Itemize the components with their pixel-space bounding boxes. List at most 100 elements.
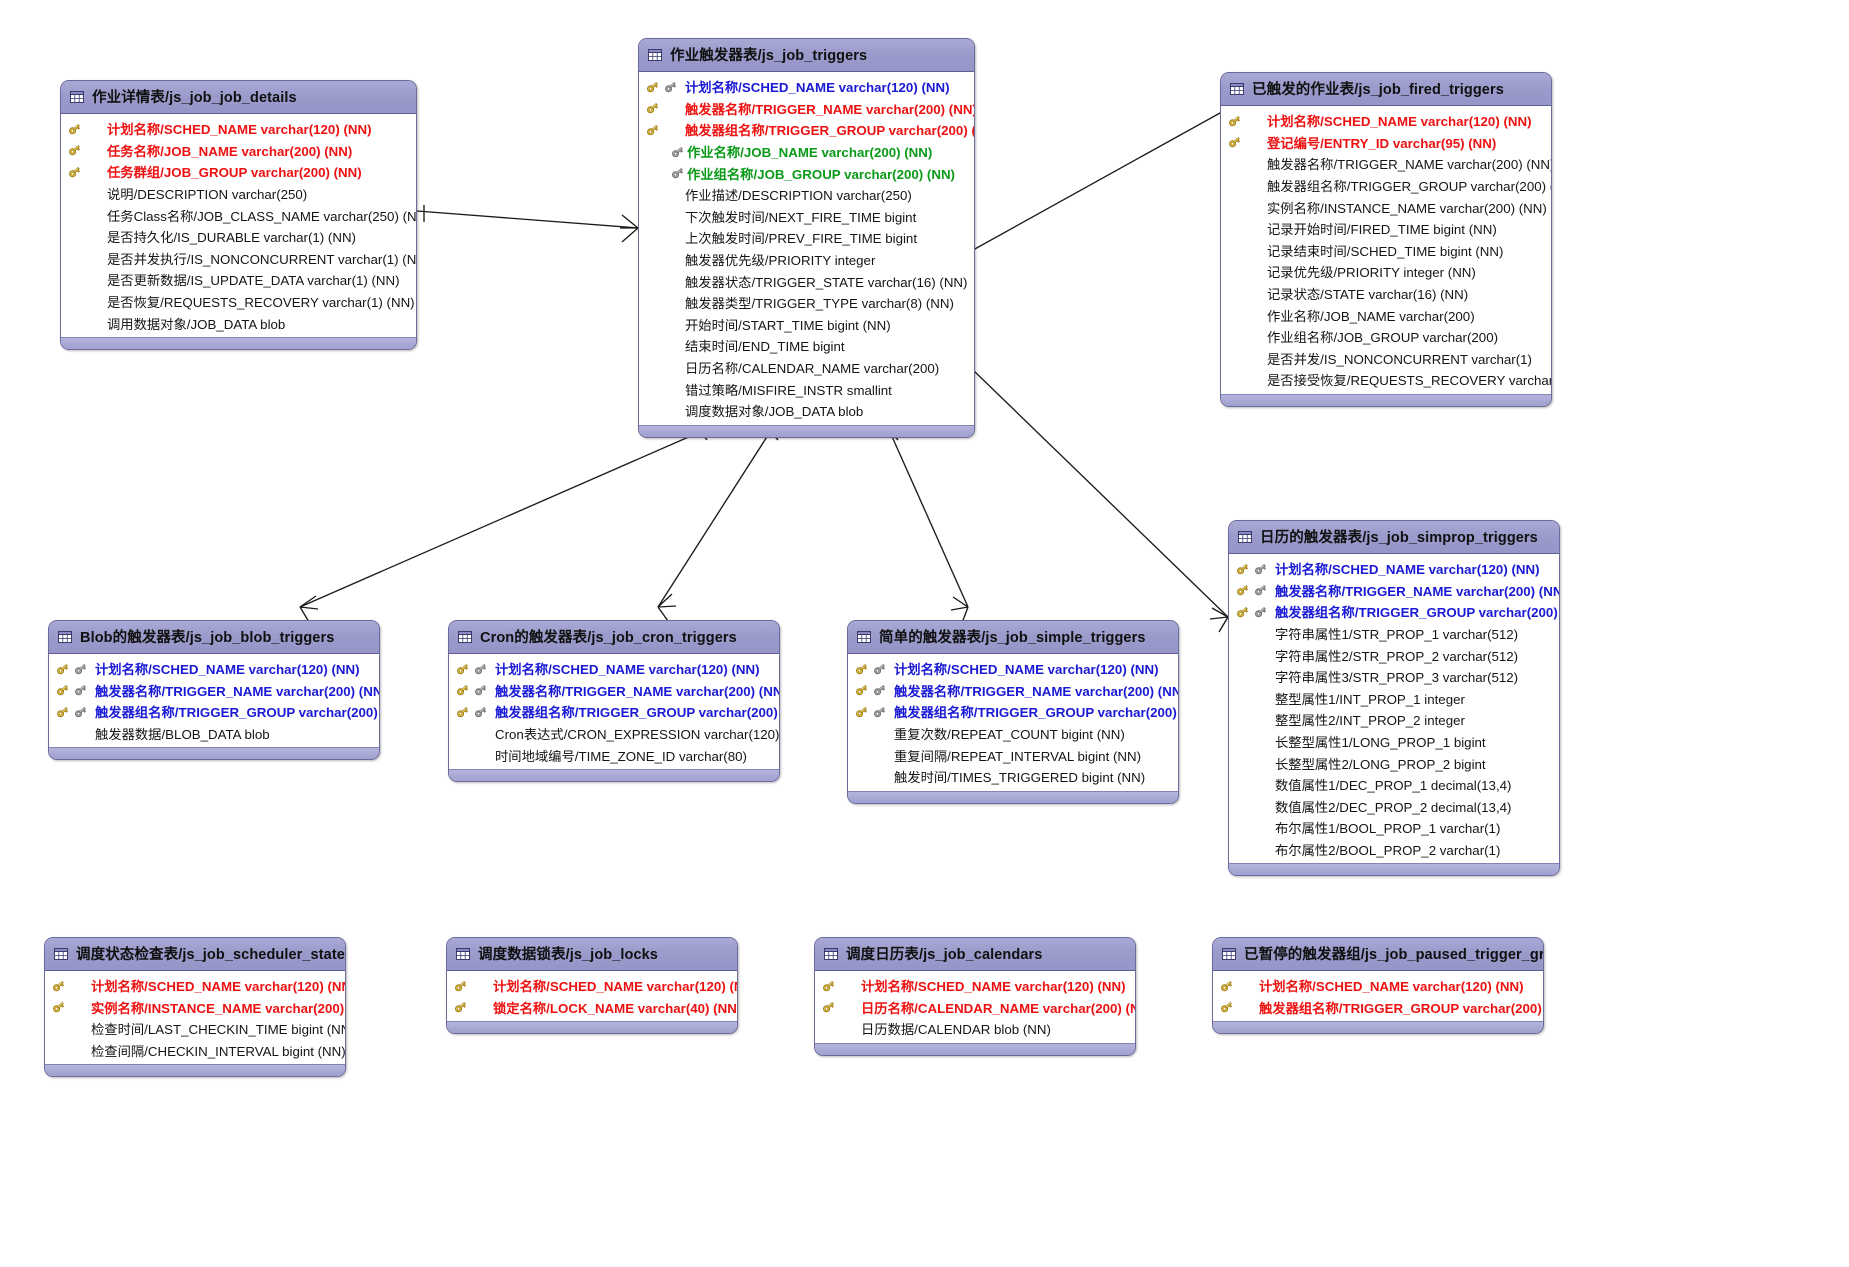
entity-blob_triggers[interactable]: Blob的触发器表/js_job_blob_triggers 计划名称/SCHE… xyxy=(48,620,380,761)
entity-field-row[interactable]: 布尔属性1/BOOL_PROP_1 varchar(1) xyxy=(1229,817,1559,839)
entity-field-row[interactable]: 计划名称/SCHED_NAME varchar(120) (NN) xyxy=(45,975,345,997)
entity-field-row[interactable]: 触发器名称/TRIGGER_NAME varchar(200) (NN) xyxy=(49,680,379,702)
entity-field-row[interactable]: 整型属性2/INT_PROP_2 integer xyxy=(1229,709,1559,731)
entity-field-row[interactable]: 重复间隔/REPEAT_INTERVAL bigint (NN) xyxy=(848,744,1178,766)
entity-field-row[interactable]: 记录优先级/PRIORITY integer (NN) xyxy=(1221,261,1551,283)
entity-field-row[interactable]: 日历数据/CALENDAR blob (NN) xyxy=(815,1018,1135,1040)
entity-field-row[interactable]: 触发器优先级/PRIORITY integer xyxy=(639,249,974,271)
entity-field-row[interactable]: 作业组名称/JOB_GROUP varchar(200) (NN) xyxy=(639,162,974,184)
entity-header-fired_triggers[interactable]: 已触发的作业表/js_job_fired_triggers xyxy=(1221,73,1551,106)
entity-field-row[interactable]: 计划名称/SCHED_NAME varchar(120) (NN) xyxy=(49,658,379,680)
entity-field-row[interactable]: 调用数据对象/JOB_DATA blob xyxy=(61,312,416,334)
entity-header-simple_triggers[interactable]: 简单的触发器表/js_job_simple_triggers xyxy=(848,621,1178,654)
entity-field-row[interactable]: 触发器组名称/TRIGGER_GROUP varchar(200) (NN) xyxy=(1229,601,1559,623)
entity-field-row[interactable]: 触发器名称/TRIGGER_NAME varchar(200) (NN) xyxy=(449,680,779,702)
entity-simprop_triggers[interactable]: 日历的触发器表/js_job_simprop_triggers 计划名称/SCH… xyxy=(1228,520,1560,877)
entity-field-row[interactable]: 数值属性1/DEC_PROP_1 decimal(13,4) xyxy=(1229,774,1559,796)
entity-fired_triggers[interactable]: 已触发的作业表/js_job_fired_triggers 计划名称/SCHED… xyxy=(1220,72,1552,407)
entity-field-row[interactable]: 触发器名称/TRIGGER_NAME varchar(200) (NN) xyxy=(1221,153,1551,175)
entity-field-row[interactable]: 是否接受恢复/REQUESTS_RECOVERY varchar(1) xyxy=(1221,369,1551,391)
entity-field-row[interactable]: 记录状态/STATE varchar(16) (NN) xyxy=(1221,283,1551,305)
entity-header-scheduler_state[interactable]: 调度状态检查表/js_job_scheduler_state xyxy=(45,938,345,971)
entity-field-row[interactable]: 调度数据对象/JOB_DATA blob xyxy=(639,400,974,422)
entity-field-row[interactable]: 字符串属性2/STR_PROP_2 varchar(512) xyxy=(1229,644,1559,666)
entity-field-row[interactable]: 长整型属性2/LONG_PROP_2 bigint xyxy=(1229,752,1559,774)
entity-field-row[interactable]: 是否持久化/IS_DURABLE varchar(1) (NN) xyxy=(61,226,416,248)
entity-paused_trigger_grps[interactable]: 已暂停的触发器组/js_job_paused_trigger_grps 计划名称… xyxy=(1212,937,1544,1035)
entity-field-row[interactable]: 字符串属性3/STR_PROP_3 varchar(512) xyxy=(1229,666,1559,688)
entity-field-row[interactable]: 触发器组名称/TRIGGER_GROUP varchar(200) (NN) xyxy=(1221,175,1551,197)
entity-field-row[interactable]: 触发器组名称/TRIGGER_GROUP varchar(200) (NN) xyxy=(1213,997,1543,1019)
entity-calendars[interactable]: 调度日历表/js_job_calendars 计划名称/SCHED_NAME v… xyxy=(814,937,1136,1056)
entity-field-row[interactable]: 是否并发执行/IS_NONCONCURRENT varchar(1) (NN) xyxy=(61,248,416,270)
entity-header-simprop_triggers[interactable]: 日历的触发器表/js_job_simprop_triggers xyxy=(1229,521,1559,554)
entity-field-row[interactable]: 计划名称/SCHED_NAME varchar(120) (NN) xyxy=(447,975,737,997)
entity-field-row[interactable]: 日历名称/CALENDAR_NAME varchar(200) xyxy=(639,357,974,379)
entity-field-row[interactable]: 作业名称/JOB_NAME varchar(200) (NN) xyxy=(639,141,974,163)
entity-cron_triggers[interactable]: Cron的触发器表/js_job_cron_triggers 计划名称/SCHE… xyxy=(448,620,780,782)
entity-field-row[interactable]: 触发器组名称/TRIGGER_GROUP varchar(200) (NN) xyxy=(848,701,1178,723)
entity-field-row[interactable]: 计划名称/SCHED_NAME varchar(120) (NN) xyxy=(61,118,416,140)
entity-field-row[interactable]: 计划名称/SCHED_NAME varchar(120) (NN) xyxy=(1221,110,1551,132)
entity-simple_triggers[interactable]: 简单的触发器表/js_job_simple_triggers 计划名称/SCHE… xyxy=(847,620,1179,804)
entity-job_triggers[interactable]: 作业触发器表/js_job_triggers 计划名称/SCHED_NAME v… xyxy=(638,38,975,438)
entity-field-row[interactable]: 计划名称/SCHED_NAME varchar(120) (NN) xyxy=(639,76,974,98)
entity-field-row[interactable]: 是否更新数据/IS_UPDATE_DATA varchar(1) (NN) xyxy=(61,269,416,291)
entity-field-row[interactable]: 作业组名称/JOB_GROUP varchar(200) xyxy=(1221,326,1551,348)
entity-field-row[interactable]: 错过策略/MISFIRE_INSTR smallint xyxy=(639,378,974,400)
entity-field-row[interactable]: 触发器组名称/TRIGGER_GROUP varchar(200) (NN) xyxy=(49,701,379,723)
entity-job_details[interactable]: 作业详情表/js_job_job_details 计划名称/SCHED_NAME… xyxy=(60,80,417,350)
entity-field-row[interactable]: 计划名称/SCHED_NAME varchar(120) (NN) xyxy=(1213,975,1543,997)
entity-field-row[interactable]: 触发器名称/TRIGGER_NAME varchar(200) (NN) xyxy=(639,98,974,120)
entity-field-row[interactable]: 任务Class名称/JOB_CLASS_NAME varchar(250) (N… xyxy=(61,204,416,226)
entity-field-row[interactable]: 字符串属性1/STR_PROP_1 varchar(512) xyxy=(1229,623,1559,645)
entity-field-row[interactable]: 触发器组名称/TRIGGER_GROUP varchar(200) (NN) xyxy=(449,701,779,723)
entity-field-row[interactable]: 上次触发时间/PREV_FIRE_TIME bigint xyxy=(639,227,974,249)
entity-field-row[interactable]: 作业名称/JOB_NAME varchar(200) xyxy=(1221,304,1551,326)
entity-field-row[interactable]: 检查间隔/CHECKIN_INTERVAL bigint (NN) xyxy=(45,1040,345,1062)
entity-field-row[interactable]: 整型属性1/INT_PROP_1 integer xyxy=(1229,688,1559,710)
entity-field-row[interactable]: 计划名称/SCHED_NAME varchar(120) (NN) xyxy=(1229,558,1559,580)
entity-field-row[interactable]: 触发器组名称/TRIGGER_GROUP varchar(200) (NN) xyxy=(639,119,974,141)
entity-field-row[interactable]: 登记编号/ENTRY_ID varchar(95) (NN) xyxy=(1221,132,1551,154)
entity-field-row[interactable]: 触发器类型/TRIGGER_TYPE varchar(8) (NN) xyxy=(639,292,974,314)
entity-header-blob_triggers[interactable]: Blob的触发器表/js_job_blob_triggers xyxy=(49,621,379,654)
entity-field-row[interactable]: 触发器状态/TRIGGER_STATE varchar(16) (NN) xyxy=(639,270,974,292)
entity-scheduler_state[interactable]: 调度状态检查表/js_job_scheduler_state 计划名称/SCHE… xyxy=(44,937,346,1078)
entity-field-row[interactable]: 布尔属性2/BOOL_PROP_2 varchar(1) xyxy=(1229,839,1559,861)
entity-field-row[interactable]: 开始时间/START_TIME bigint (NN) xyxy=(639,314,974,336)
entity-field-row[interactable]: 记录结束时间/SCHED_TIME bigint (NN) xyxy=(1221,240,1551,262)
entity-field-row[interactable]: 计划名称/SCHED_NAME varchar(120) (NN) xyxy=(848,658,1178,680)
entity-header-calendars[interactable]: 调度日历表/js_job_calendars xyxy=(815,938,1135,971)
entity-field-row[interactable]: 数值属性2/DEC_PROP_2 decimal(13,4) xyxy=(1229,796,1559,818)
entity-field-row[interactable]: Cron表达式/CRON_EXPRESSION varchar(120) (NN… xyxy=(449,723,779,745)
entity-header-paused_trigger_grps[interactable]: 已暂停的触发器组/js_job_paused_trigger_grps xyxy=(1213,938,1543,971)
entity-field-row[interactable]: 触发器数据/BLOB_DATA blob xyxy=(49,723,379,745)
entity-field-row[interactable]: 是否并发/IS_NONCONCURRENT varchar(1) xyxy=(1221,348,1551,370)
entity-header-locks[interactable]: 调度数据锁表/js_job_locks xyxy=(447,938,737,971)
entity-field-row[interactable]: 触发器名称/TRIGGER_NAME varchar(200) (NN) xyxy=(1229,580,1559,602)
entity-field-row[interactable]: 任务名称/JOB_NAME varchar(200) (NN) xyxy=(61,140,416,162)
entity-field-row[interactable]: 锁定名称/LOCK_NAME varchar(40) (NN) xyxy=(447,997,737,1019)
entity-locks[interactable]: 调度数据锁表/js_job_locks 计划名称/SCHED_NAME varc… xyxy=(446,937,738,1035)
entity-field-row[interactable]: 作业描述/DESCRIPTION varchar(250) xyxy=(639,184,974,206)
entity-field-row[interactable]: 是否恢复/REQUESTS_RECOVERY varchar(1) (NN) xyxy=(61,291,416,313)
entity-header-cron_triggers[interactable]: Cron的触发器表/js_job_cron_triggers xyxy=(449,621,779,654)
entity-field-row[interactable]: 重复次数/REPEAT_COUNT bigint (NN) xyxy=(848,723,1178,745)
entity-field-row[interactable]: 实例名称/INSTANCE_NAME varchar(200) (NN) xyxy=(1221,196,1551,218)
entity-field-row[interactable]: 任务群组/JOB_GROUP varchar(200) (NN) xyxy=(61,161,416,183)
entity-field-row[interactable]: 结束时间/END_TIME bigint xyxy=(639,335,974,357)
entity-header-job_details[interactable]: 作业详情表/js_job_job_details xyxy=(61,81,416,114)
entity-field-row[interactable]: 计划名称/SCHED_NAME varchar(120) (NN) xyxy=(815,975,1135,997)
entity-field-row[interactable]: 检查时间/LAST_CHECKIN_TIME bigint (NN) xyxy=(45,1018,345,1040)
entity-header-job_triggers[interactable]: 作业触发器表/js_job_triggers xyxy=(639,39,974,72)
entity-field-row[interactable]: 记录开始时间/FIRED_TIME bigint (NN) xyxy=(1221,218,1551,240)
entity-field-row[interactable]: 计划名称/SCHED_NAME varchar(120) (NN) xyxy=(449,658,779,680)
entity-field-row[interactable]: 触发器名称/TRIGGER_NAME varchar(200) (NN) xyxy=(848,680,1178,702)
entity-field-row[interactable]: 时间地域编号/TIME_ZONE_ID varchar(80) xyxy=(449,744,779,766)
entity-field-row[interactable]: 长整型属性1/LONG_PROP_1 bigint xyxy=(1229,731,1559,753)
entity-field-row[interactable]: 实例名称/INSTANCE_NAME varchar(200) (NN) xyxy=(45,997,345,1019)
entity-field-row[interactable]: 日历名称/CALENDAR_NAME varchar(200) (NN) xyxy=(815,997,1135,1019)
entity-field-row[interactable]: 触发时间/TIMES_TRIGGERED bigint (NN) xyxy=(848,766,1178,788)
entity-field-row[interactable]: 说明/DESCRIPTION varchar(250) xyxy=(61,183,416,205)
